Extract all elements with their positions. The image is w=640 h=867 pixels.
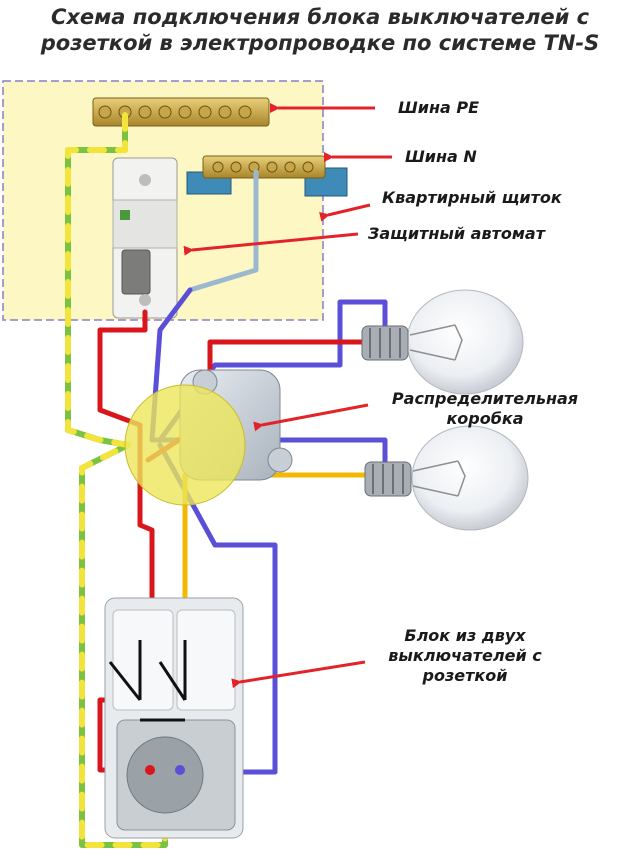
label-panel: Квартирный щиток [382,188,562,207]
arrow-breaker [183,232,359,256]
n-bus-bar [186,155,348,197]
neutral-feed-wire [187,169,259,293]
arrow-junction-box [253,403,369,432]
arrow-panel [319,203,371,222]
circuit-breaker [112,157,178,319]
title-line-1: Схема подключения блока выключателей с [50,5,590,29]
lamp-2 [364,425,529,531]
label-pe-bus: Шина PE [398,98,480,117]
switch-socket-block [104,597,244,839]
label-block-line-2: выключателей с [388,646,542,665]
title-line-2: розеткой в электропроводке по системе TN… [40,31,600,55]
phase-feed-wire [97,309,155,773]
lamp-1 [361,289,524,395]
pe-wire [65,112,168,848]
junction-box [124,369,293,506]
label-junction-line-1: Распределительная [391,389,579,408]
diagram-title: Схема подключения блока выключателей с р… [0,4,640,56]
label-switch-block: Блок из двух выключателей с розеткой [372,626,558,686]
label-block-line-1: Блок из двух [404,626,526,645]
label-block-line-3: розеткой [422,666,508,685]
label-n-bus: Шина N [405,147,477,166]
neutral-wire-socket [157,442,278,775]
arrow-switch-block [231,660,366,689]
label-junction-box: Распределительная коробка [378,389,592,429]
pe-bus-bar [92,97,270,127]
label-breaker: Защитный автомат [368,224,545,243]
label-junction-line-2: коробка [446,409,524,428]
